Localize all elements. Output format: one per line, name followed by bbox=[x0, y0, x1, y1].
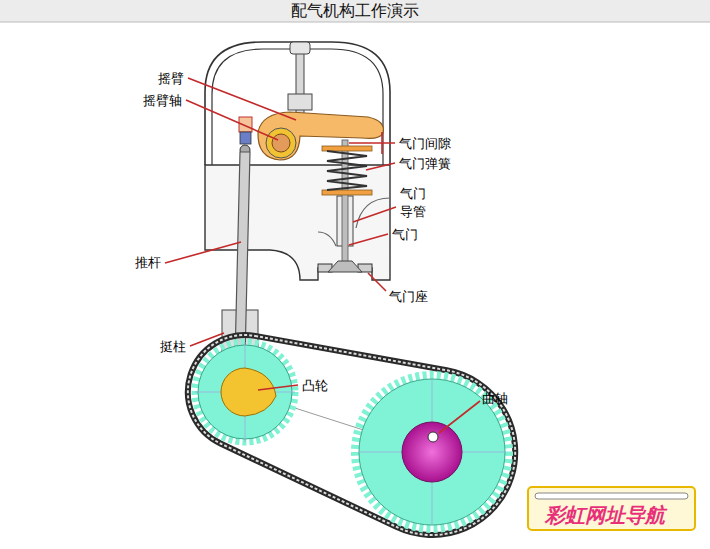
adjusting-nut bbox=[240, 132, 251, 144]
pushrod bbox=[235, 152, 250, 358]
leader-line bbox=[366, 163, 395, 170]
part-label: 气门弹簧 bbox=[399, 155, 451, 173]
crank-hub bbox=[402, 422, 462, 482]
part-label: 凸轮 bbox=[302, 377, 328, 395]
leader-line bbox=[368, 273, 386, 291]
cover-nut bbox=[290, 42, 310, 54]
part-label: 气门 bbox=[392, 226, 418, 244]
watermark-bar bbox=[535, 493, 688, 499]
cam-lobe bbox=[221, 368, 276, 416]
rocker-shaft-core bbox=[272, 134, 290, 152]
port-wall bbox=[356, 198, 390, 228]
timing-chain bbox=[188, 335, 515, 535]
stud-nut bbox=[288, 94, 312, 110]
leader-line bbox=[349, 234, 388, 245]
cam-gear-teeth bbox=[195, 342, 295, 442]
part-label: 气门座 bbox=[389, 288, 428, 306]
leader-line bbox=[349, 142, 395, 144]
part-label: 摇臂 bbox=[158, 70, 184, 88]
title-rule bbox=[0, 22, 710, 23]
leader-line bbox=[258, 385, 298, 390]
gap-tick bbox=[381, 132, 383, 154]
leader-line bbox=[165, 242, 241, 263]
leader-line bbox=[190, 333, 224, 346]
part-label: 气门 导管 bbox=[400, 185, 430, 221]
watermark: 彩虹网址导航 bbox=[545, 503, 665, 527]
part-label: 曲轴 bbox=[482, 390, 508, 408]
part-label: 气门间隙 bbox=[399, 135, 451, 153]
leader-line bbox=[439, 401, 480, 433]
valve-cover bbox=[205, 42, 390, 165]
port-wall bbox=[318, 232, 336, 246]
rocker-arm bbox=[258, 112, 383, 160]
part-label: 摇臂轴 bbox=[143, 92, 182, 110]
valve-head bbox=[328, 261, 362, 272]
diagram-title: 配气机构工作演示 bbox=[0, 0, 710, 22]
leader-line bbox=[188, 78, 296, 120]
leader-line bbox=[186, 100, 278, 140]
leader-lines bbox=[165, 78, 480, 433]
leader-line bbox=[353, 207, 396, 222]
title-bar bbox=[0, 0, 710, 22]
part-label: 推杆 bbox=[135, 254, 161, 272]
valve-spring bbox=[327, 151, 367, 190]
watermark-panel bbox=[528, 487, 695, 530]
part-label: 挺柱 bbox=[160, 338, 186, 356]
cylinder-head bbox=[205, 165, 390, 280]
crank-pin bbox=[428, 432, 438, 442]
crank-gear-teeth bbox=[355, 375, 509, 529]
spring-retainer bbox=[322, 146, 372, 151]
chain-links bbox=[188, 335, 515, 535]
rocker-shaft bbox=[266, 128, 296, 158]
